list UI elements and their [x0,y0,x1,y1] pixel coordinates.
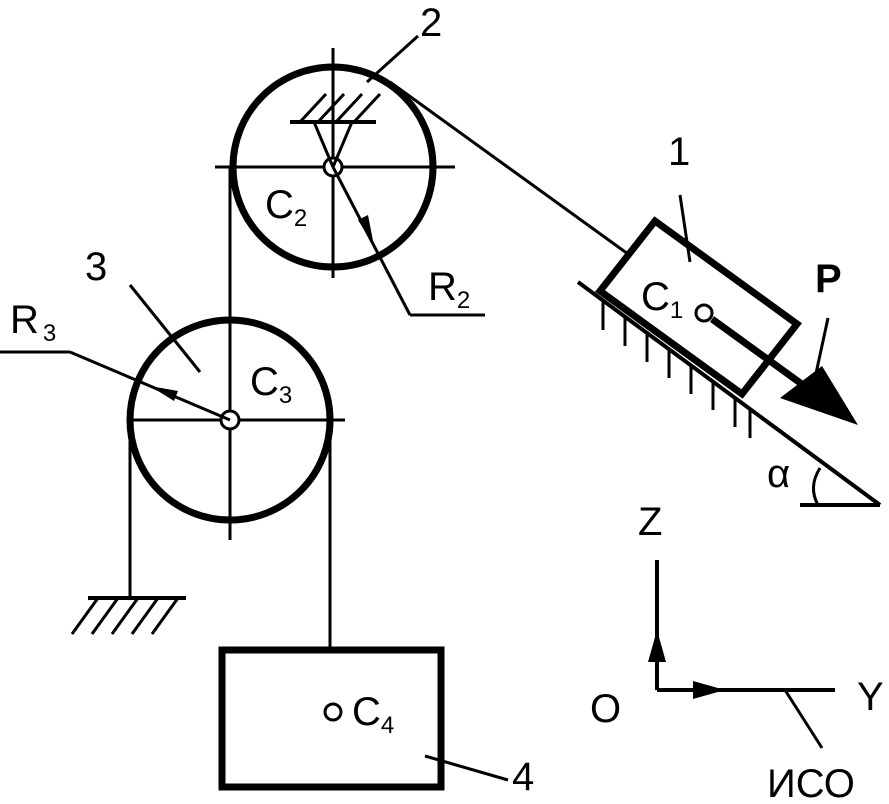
reference-frame: Z Y O ИСО [590,500,884,804]
radius-r2: R2 [331,166,485,317]
leader-3 [128,284,202,373]
axis-y-label: Y [857,675,884,719]
pulley-3 [126,300,345,540]
pulley-2-support [290,92,382,168]
c1-label: C1 [641,275,683,324]
force-label: P [815,257,842,301]
origin-label: O [590,687,621,731]
c2-label: C2 [265,183,307,232]
angle-label: α [767,452,790,496]
leader-2 [365,34,420,84]
label-body-2: 2 [420,1,442,45]
label-body-4: 4 [512,755,534,799]
axis-z-label: Z [638,500,662,544]
inclined-plane: α [576,280,882,507]
c4-label: C4 [352,690,394,739]
frame-label: ИСО [767,762,855,804]
label-body-3: 3 [85,245,107,289]
r2-label: R2 [428,265,470,314]
label-body-1: 1 [668,130,690,174]
body-1: C1 1 [595,130,802,399]
ropes [128,80,629,650]
ground-support [70,596,186,635]
body-4: C4 4 [218,646,534,799]
force-p: P [709,257,858,425]
pulley-2 [215,48,455,278]
c3-label: C3 [250,360,292,409]
